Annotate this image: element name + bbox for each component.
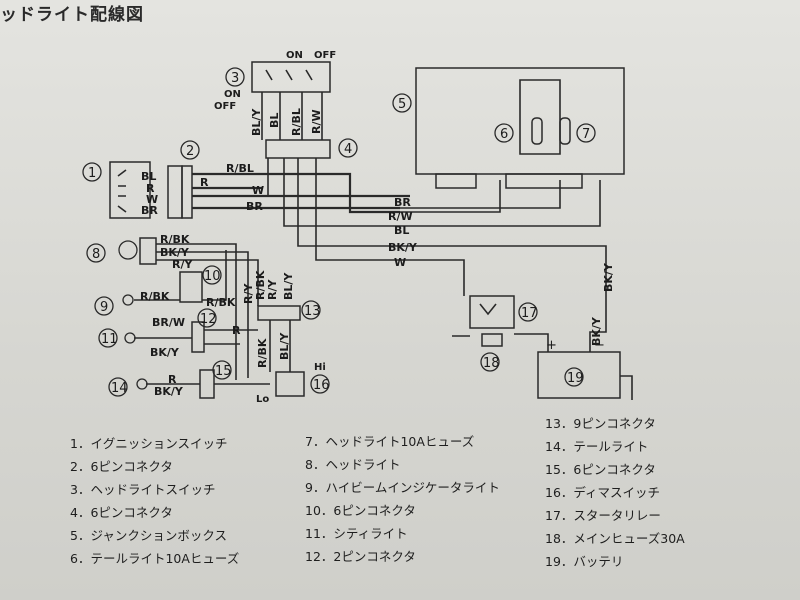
wire-label: BL/Y (278, 332, 291, 360)
wire-label: BK/Y (154, 385, 184, 398)
component-number: 7 (582, 127, 590, 142)
component-number: 1 (88, 166, 96, 181)
legend-item: 4．6ピンコネクタ (70, 505, 173, 520)
wire-label: R/BL (290, 108, 303, 136)
wire-label: R/Y (266, 279, 279, 300)
legend-item: 3．ヘッドライトスイッチ (70, 482, 216, 497)
legend-item: 7．ヘッドライト10Aヒューズ (305, 434, 475, 449)
legend-item: 19．バッテリ (545, 554, 624, 569)
battery-minus: − (594, 338, 605, 353)
connector-2pin-12 (191, 308, 217, 353)
switch-label: ON (286, 50, 303, 61)
wire-label: W (252, 184, 264, 197)
component-number: 16 (313, 378, 330, 393)
component-number: 2 (186, 144, 194, 159)
component-number: 19 (567, 371, 584, 386)
component-number: 3 (231, 71, 239, 86)
component-number: 15 (215, 364, 232, 379)
component-legend: 1．イグニッションスイッチ 2．6ピンコネクタ 3．ヘッドライトスイッチ 4．6… (0, 400, 800, 600)
wire-label: R (168, 373, 177, 386)
legend-item: 1．イグニッションスイッチ (70, 436, 228, 451)
wire-label: R/BK (256, 338, 269, 368)
component-number: 9 (100, 300, 108, 315)
wire-label: R/Y (172, 258, 193, 271)
legend-item: 8．ヘッドライト (305, 457, 401, 472)
legend-item: 14．テールライト (545, 439, 649, 454)
battery-plus: + (546, 338, 557, 353)
wires (134, 92, 633, 400)
wire-label: R (232, 324, 241, 337)
legend-item: 12．2ピンコネクタ (305, 549, 416, 564)
wire-label: BL (268, 113, 281, 128)
component-number: 17 (521, 306, 538, 321)
wire-label: BR (246, 200, 263, 213)
battery (537, 351, 621, 399)
wire-label: BK/Y (590, 316, 603, 346)
wire-label: R/BK (140, 290, 170, 303)
switch-label: Hi (314, 362, 326, 373)
wire-label: BK/Y (160, 246, 190, 259)
legend-item: 2．6ピンコネクタ (70, 459, 173, 474)
wire-label: R/Y (242, 283, 255, 304)
page-title: ッドライト配線図 (0, 5, 144, 25)
wire-label: R (200, 176, 209, 189)
wire-label: R/W (388, 210, 413, 223)
wire-label: R/BK (160, 233, 190, 246)
connector-6pin-10 (179, 265, 222, 303)
legend-item: 16．ディマスイッチ (545, 485, 661, 500)
wire-label: BL (141, 170, 156, 183)
legend-item: 9．ハイビームインジケータライト (305, 480, 500, 495)
component-number: 14 (111, 381, 128, 396)
switch-label: ON (224, 89, 241, 100)
high-beam-indicator (94, 294, 134, 316)
component-number: 12 (200, 312, 217, 327)
component-number: 10 (204, 269, 221, 284)
component-number: 18 (483, 356, 500, 371)
legend-item: 11．シティライト (305, 526, 408, 541)
starter-relay (469, 295, 538, 329)
wire-label: BL/Y (282, 272, 295, 300)
wire-label: BR (394, 196, 411, 209)
legend-item: 10．6ピンコネクタ (305, 503, 416, 518)
wire-label: R/W (310, 109, 323, 134)
wire-label: BK/Y (150, 346, 180, 359)
wire-label: BL/Y (250, 108, 263, 136)
wire-label: R (146, 182, 155, 195)
wire-label: R/BL (226, 162, 254, 175)
legend-item: 18．メインヒューズ30A (545, 531, 685, 546)
component-number: 8 (92, 247, 100, 262)
wire-label: BL (394, 224, 409, 237)
wiring-diagram: 1 2 3 4 5 6 7 8 9 10 11 12 13 14 15 16 1… (82, 50, 633, 405)
connector-9pin-13 (257, 300, 321, 321)
component-number: 11 (101, 332, 118, 347)
component-number: 6 (500, 127, 508, 142)
legend-item: 13．9ピンコネクタ (545, 416, 656, 431)
switch-label: OFF (214, 101, 236, 112)
wire-label: R/BK (254, 270, 267, 300)
wire-label: W (146, 193, 158, 206)
wire-label: W (394, 256, 406, 269)
junction-box (392, 67, 625, 189)
switch-label: OFF (314, 50, 336, 61)
switch-label: Lo (256, 394, 269, 405)
legend-item: 17．スタータリレー (545, 508, 661, 523)
connector-6pin-2 (167, 140, 200, 219)
legend-item: 15．6ピンコネクタ (545, 462, 656, 477)
ignition-switch (82, 161, 151, 219)
main-fuse (480, 333, 503, 372)
wire-label: BR (141, 204, 158, 217)
component-number: 4 (344, 142, 352, 157)
component-number: 13 (304, 304, 321, 319)
component-number: 5 (398, 97, 406, 112)
wire-label: BK/Y (388, 241, 418, 254)
legend-item: 6．テールライト10Aヒューズ (70, 551, 240, 566)
wire-label: R/BK (206, 296, 236, 309)
legend-item: 5．ジャンクションボックス (70, 528, 227, 543)
wire-label: BK/Y (602, 262, 615, 292)
headlight (86, 237, 157, 265)
headlight-switch (225, 61, 331, 93)
wire-label: BR/W (152, 316, 185, 329)
